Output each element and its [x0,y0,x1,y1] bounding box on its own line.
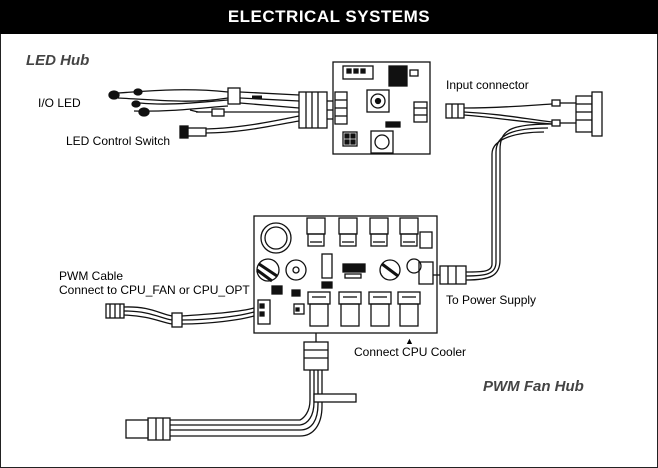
power-supply-plug [433,265,467,285]
pwm-fan-hub-board [253,215,438,334]
input-connector-label: Input connector [446,78,529,92]
led-hub-title: LED Hub [26,52,90,69]
input-connector [445,91,603,281]
title-banner: ELECTRICAL SYSTEMS [0,0,658,34]
pwm-fan-hub-title: PWM Fan Hub [483,378,584,395]
led-hub-board [332,61,431,155]
pwm-cable-label: PWM Cable [59,269,124,283]
led-switch-wires [179,108,300,139]
connect-cpu-cooler-label: Connect CPU Cooler [354,345,467,359]
to-power-supply-label: To Power Supply [446,293,537,307]
io-led-label: I/O LED [38,96,81,110]
page-title: ELECTRICAL SYSTEMS [227,7,431,26]
io-led-wires [108,87,300,117]
led-control-switch-label: LED Control Switch [66,134,171,148]
pwm-cable [105,303,255,328]
cpu-cooler-arrow: ▲ [405,336,414,346]
pwm-cable-connect-label: Connect to CPU_FAN or CPU_OPT [59,283,250,297]
fan-extension-cable [125,341,357,441]
led-hub-input-plug [298,91,333,129]
